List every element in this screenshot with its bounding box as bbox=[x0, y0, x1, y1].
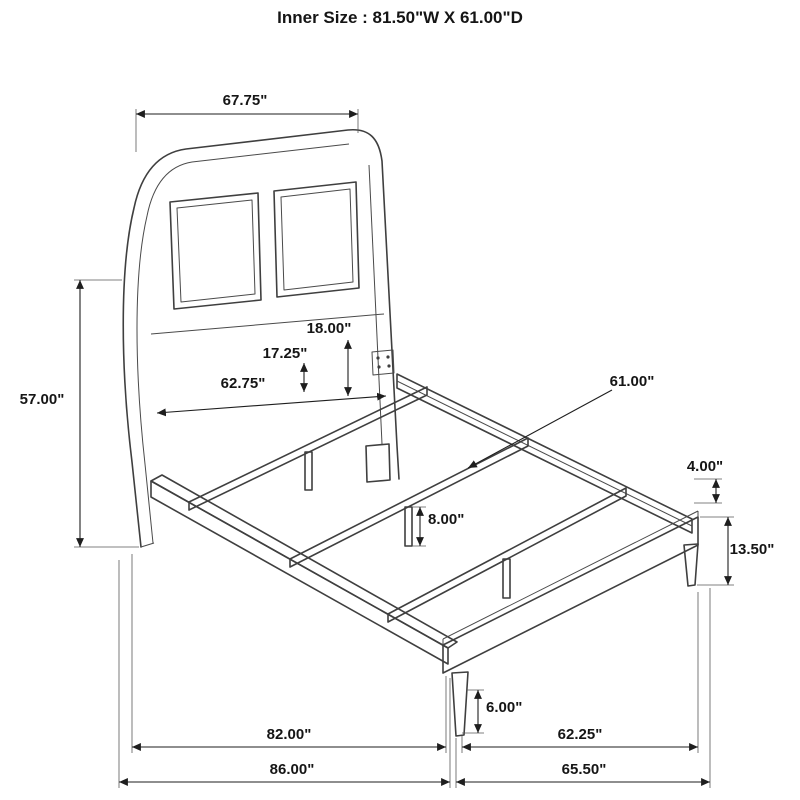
bed-drawing bbox=[122, 129, 699, 737]
dim-rail-height: 4.00" bbox=[687, 458, 723, 475]
dim-headboard-height: 57.00" bbox=[20, 391, 65, 408]
headboard-panel-left bbox=[169, 192, 262, 310]
dimline-headboard-inner-width bbox=[156, 392, 387, 417]
headboard-panel-left-inner bbox=[176, 199, 256, 303]
near-rail-side-face bbox=[150, 480, 449, 665]
headboard-panel-right-inner bbox=[280, 188, 354, 291]
dim-inner-length: 82.00" bbox=[267, 726, 312, 743]
side-rail-far bbox=[396, 373, 693, 534]
footboard-far-leg bbox=[683, 543, 699, 587]
near-rail-top-face bbox=[150, 474, 458, 649]
dim-footboard-overall-width: 65.50" bbox=[562, 761, 607, 778]
far-rail-ledge bbox=[396, 380, 693, 527]
dim-slat-length: 61.00" bbox=[610, 373, 655, 390]
far-rail-board bbox=[396, 373, 693, 534]
rail-bracket bbox=[371, 349, 395, 376]
dim-footboard-inner-width: 62.25" bbox=[558, 726, 603, 743]
ext-inner-length bbox=[131, 554, 447, 753]
footboard bbox=[442, 510, 699, 737]
leader-slat-length bbox=[467, 389, 613, 469]
headboard-crossbar bbox=[150, 313, 385, 335]
slat-1-leg bbox=[304, 451, 313, 491]
headboard-right-leg bbox=[365, 443, 391, 483]
side-rail-near bbox=[150, 474, 458, 665]
dim-overall-length: 86.00" bbox=[270, 761, 315, 778]
ext-center-leg bbox=[412, 506, 426, 547]
dim-headboard-top-width: 67.75" bbox=[223, 92, 268, 109]
headboard-outline bbox=[122, 129, 400, 548]
headboard bbox=[122, 129, 400, 548]
slat-3 bbox=[387, 487, 627, 623]
footboard-near-leg bbox=[451, 671, 469, 737]
slat-1 bbox=[188, 386, 428, 511]
headboard-right-edge bbox=[368, 164, 383, 445]
diagram-title: Inner Size : 81.50"W X 61.00"D bbox=[277, 8, 523, 27]
dim-center-leg-height: 8.00" bbox=[428, 511, 464, 528]
dimension-annotations: 67.75" 57.00" 62.75" 17.25" 18.00" 61.00… bbox=[20, 92, 775, 788]
bracket-screw bbox=[376, 356, 380, 360]
footboard-molding bbox=[442, 510, 699, 645]
dim-headboard-inner-width: 62.75" bbox=[221, 375, 266, 392]
slat-2-leg bbox=[404, 506, 413, 547]
slat-3-leg bbox=[502, 558, 511, 599]
dim-foot-leg-height: 6.00" bbox=[486, 699, 522, 716]
dim-panel-height: 18.00" bbox=[307, 320, 352, 337]
ext-overall-length bbox=[118, 560, 451, 788]
ext-footboard-overall bbox=[455, 588, 711, 788]
headboard-inner-edge bbox=[136, 143, 350, 544]
bracket-screw bbox=[387, 364, 391, 368]
headboard-leg-bottom bbox=[140, 542, 155, 548]
slats bbox=[188, 386, 627, 623]
dim-footboard-height: 13.50" bbox=[730, 541, 775, 558]
footboard-board bbox=[442, 516, 699, 674]
ext-headboard-height bbox=[74, 279, 139, 548]
ext-top-width bbox=[135, 109, 359, 152]
dim-panel-offset: 17.25" bbox=[263, 345, 308, 362]
ext-rail-height bbox=[694, 478, 722, 504]
headboard-panel-right bbox=[273, 181, 360, 298]
slat-2 bbox=[289, 437, 529, 568]
bracket-screw bbox=[386, 355, 390, 359]
bracket-screw bbox=[377, 365, 381, 369]
